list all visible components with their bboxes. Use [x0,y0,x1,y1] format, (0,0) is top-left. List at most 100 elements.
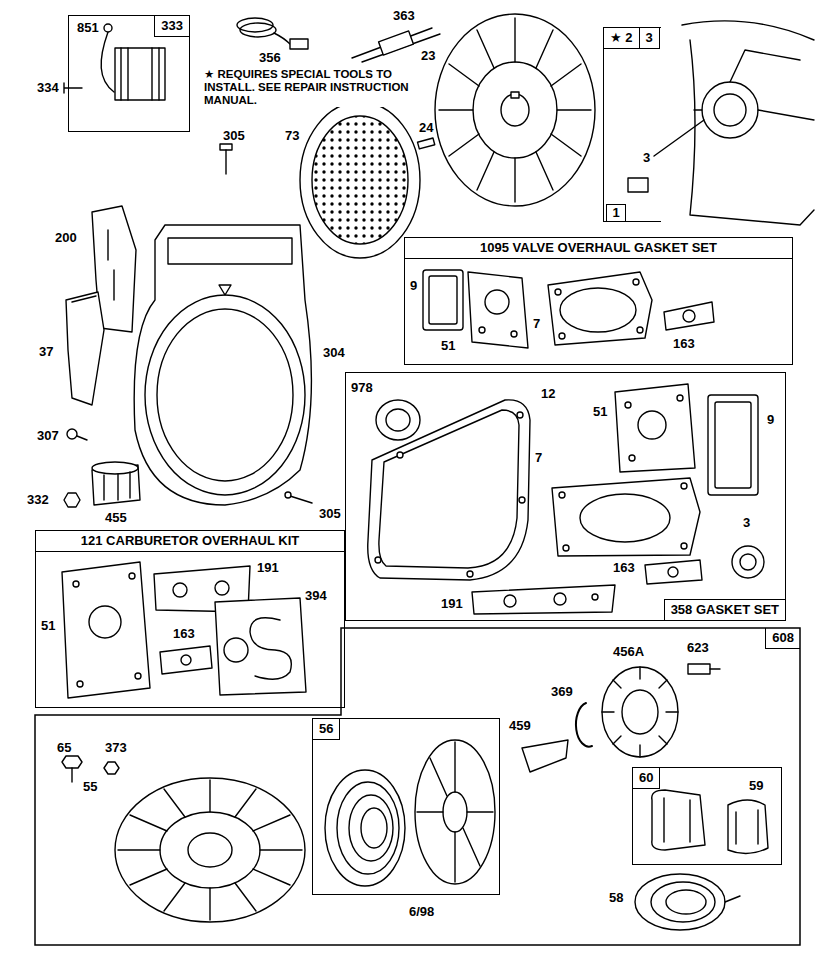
kit-box: 358 GASKET SET [345,372,786,621]
gasket [376,400,420,440]
screw [67,429,77,439]
callout-number: 459 [508,718,532,733]
blower-housing [145,295,305,495]
gasket [629,455,635,461]
engine-partial [654,120,704,156]
callout-number: 623 [686,640,710,655]
callout-number: 23 [420,48,436,63]
gasket [559,333,565,339]
gasket [517,412,523,418]
engine-partial [682,21,814,40]
gasket [468,272,528,348]
gasket [215,598,306,695]
gasket [368,400,530,580]
retainer [622,690,658,734]
gasket [645,560,702,584]
callout-number: 58 [608,890,624,905]
oil-seal [732,546,764,578]
gasket [429,276,457,324]
spring [651,882,715,922]
gasket [559,492,565,498]
gasket [677,395,683,401]
callout-number: 369 [550,684,574,699]
starter-dog [522,740,568,772]
engine-partial [628,21,814,225]
kit-number: 333 [155,16,189,36]
screw [64,83,82,93]
ignition-armature [101,24,165,100]
handle-insert [736,810,758,844]
callout-number: 55 [82,779,98,794]
rewind-spring [325,770,405,886]
gasket [554,593,566,605]
retainer [602,667,678,757]
blower-housing [168,238,292,264]
flywheel [501,94,529,126]
gasket [552,478,700,556]
callout-number: 373 [104,740,128,755]
ignition-armature [101,32,114,92]
flywheel-key [417,138,434,149]
nut [104,762,119,774]
kit-box: 1095 VALVE OVERHAUL GASKET SET [404,237,793,365]
gasket [664,302,714,330]
rewind-spring [337,782,399,874]
kit-number: 608 [766,628,800,648]
blower-housing [157,309,293,481]
ground-wire [240,23,276,37]
cup [92,462,138,474]
gasket [62,562,150,698]
callout-number: 307 [36,428,60,443]
kit-number: 56 [313,719,339,739]
callout-number: 356 [258,50,282,65]
starter-handle [652,790,705,850]
rewind-spring [349,795,393,861]
ignition-armature [121,48,159,100]
engine-partial [714,94,746,126]
gasket [215,598,306,695]
pulley [415,740,495,884]
flywheel [435,14,595,206]
gasket [552,478,700,556]
rotating-screen [300,102,420,258]
callout-number: 163 [612,560,636,575]
callout-number: 332 [26,492,50,507]
gasket [173,583,187,597]
spring [666,890,706,914]
gasket [633,279,639,285]
gasket [548,272,652,345]
special-tool-box: ★ 231 [603,27,661,222]
engine-partial [702,82,758,138]
gasket [511,331,517,337]
gasket [681,483,687,489]
bracket-screws [352,28,440,62]
nut [64,493,80,507]
gasket [638,411,666,439]
bolt [62,756,82,768]
callout-number: 9 [766,412,775,427]
gasket [368,400,530,580]
blower-housing [134,225,311,505]
callout-number: 978 [350,380,374,395]
callout-number: 455 [104,510,128,525]
retainer-clip [576,703,592,747]
gasket [592,594,598,600]
engine-partial [628,178,648,192]
guard [66,292,104,405]
bracket-screws [352,28,440,62]
gasket [423,270,463,330]
callout-number: 394 [304,588,328,603]
gasket [683,310,695,322]
kit-region: 608 56 60 [35,628,800,945]
gasket [555,289,561,295]
screw [688,664,710,674]
screw [710,668,720,669]
gasket [376,400,420,440]
gasket [135,673,141,679]
screw [220,144,232,150]
gasket [468,272,528,348]
kit-number: 60 [633,768,659,788]
gasket [375,557,381,563]
starter-cup [115,778,305,922]
